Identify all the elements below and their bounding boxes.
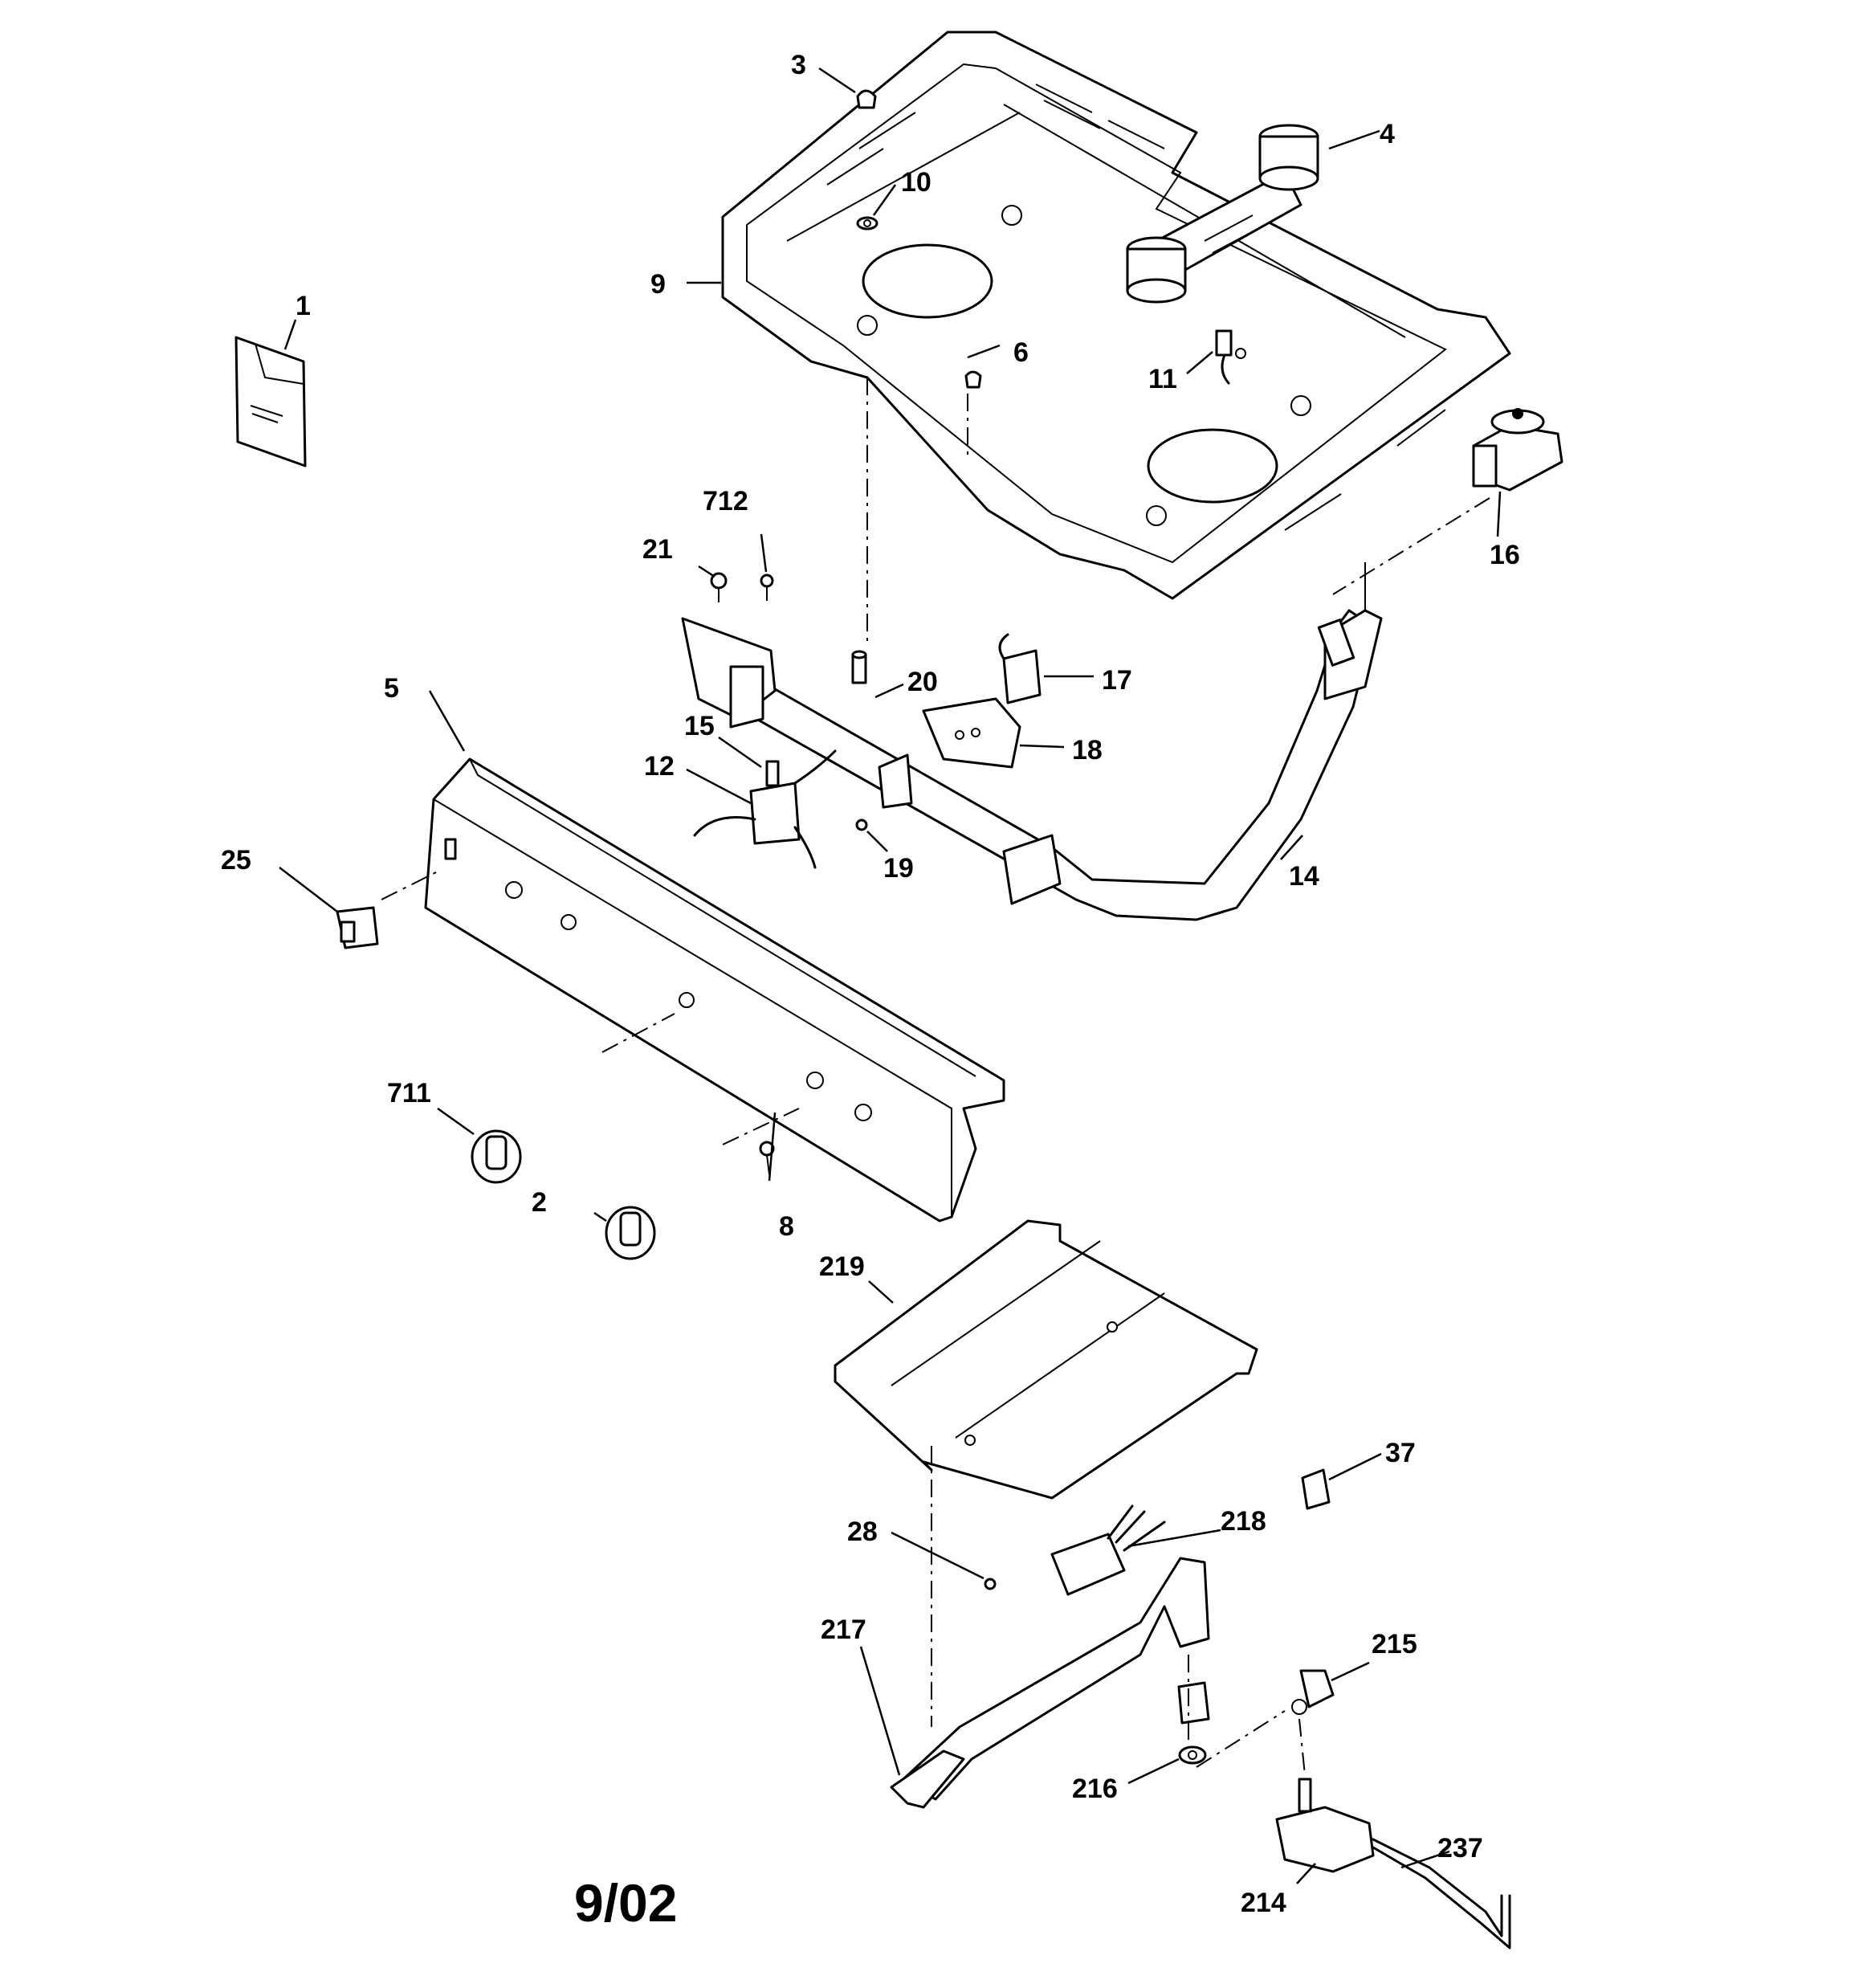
callout-10: 10 bbox=[901, 167, 932, 198]
callout-14: 14 bbox=[1289, 861, 1319, 892]
callout-215: 215 bbox=[1372, 1629, 1417, 1659]
callout-8: 8 bbox=[779, 1211, 794, 1242]
callout-3: 3 bbox=[791, 50, 806, 80]
callout-6: 6 bbox=[1013, 337, 1029, 368]
oven-valve bbox=[693, 749, 868, 869]
callout-216: 216 bbox=[1072, 1774, 1118, 1804]
callout-5: 5 bbox=[384, 673, 399, 704]
callout-711: 711 bbox=[387, 1078, 431, 1108]
control-panel bbox=[424, 757, 1005, 1223]
callout-19: 19 bbox=[883, 853, 914, 884]
orifice-spud bbox=[851, 650, 867, 684]
callout-237: 237 bbox=[1437, 1833, 1483, 1863]
assembly-lines bbox=[381, 378, 1490, 1776]
callout-1: 1 bbox=[296, 291, 311, 321]
callout-18: 18 bbox=[1072, 735, 1103, 765]
top-burner-assembly bbox=[1126, 124, 1319, 304]
callout-2: 2 bbox=[532, 1187, 547, 1218]
panel-switch bbox=[336, 906, 379, 949]
panel-screw bbox=[759, 1141, 775, 1175]
callout-25: 25 bbox=[221, 845, 251, 876]
leader-lines bbox=[279, 67, 1502, 1884]
callout-37: 37 bbox=[1385, 1438, 1416, 1468]
broil-hardware bbox=[984, 1468, 1335, 1765]
callout-218: 218 bbox=[1221, 1506, 1266, 1537]
literature-envelope bbox=[234, 336, 307, 467]
revision-date: 9/02 bbox=[574, 1873, 677, 1933]
callout-21: 21 bbox=[642, 534, 673, 565]
callout-11: 11 bbox=[1148, 364, 1177, 394]
callout-12: 12 bbox=[644, 751, 675, 782]
manifold-pipe bbox=[681, 562, 1383, 921]
callout-17: 17 bbox=[1102, 665, 1132, 696]
broiler-shield bbox=[834, 1219, 1258, 1500]
screw-hardware bbox=[856, 89, 982, 389]
ignition-switch bbox=[922, 633, 1042, 769]
callout-214: 214 bbox=[1241, 1888, 1286, 1918]
control-knobs bbox=[471, 1129, 656, 1260]
pressure-regulator bbox=[1472, 408, 1563, 492]
callout-712: 712 bbox=[703, 486, 748, 516]
broil-burner bbox=[890, 1504, 1210, 1809]
electrode bbox=[1215, 329, 1246, 385]
burner-box bbox=[721, 31, 1511, 600]
callout-4: 4 bbox=[1380, 119, 1395, 149]
callout-20: 20 bbox=[907, 667, 938, 697]
callout-15: 15 bbox=[684, 711, 715, 741]
callout-217: 217 bbox=[821, 1614, 866, 1645]
broil-valve bbox=[1275, 1778, 1511, 1949]
callout-219: 219 bbox=[819, 1251, 865, 1282]
callout-28: 28 bbox=[847, 1517, 878, 1547]
callout-16: 16 bbox=[1490, 540, 1520, 570]
callout-labels: 1 2 3 4 5 6 8 9 10 11 12 14 15 16 17 18 … bbox=[221, 50, 1520, 1918]
manifold-screws bbox=[710, 572, 774, 602]
callout-9: 9 bbox=[650, 269, 666, 300]
